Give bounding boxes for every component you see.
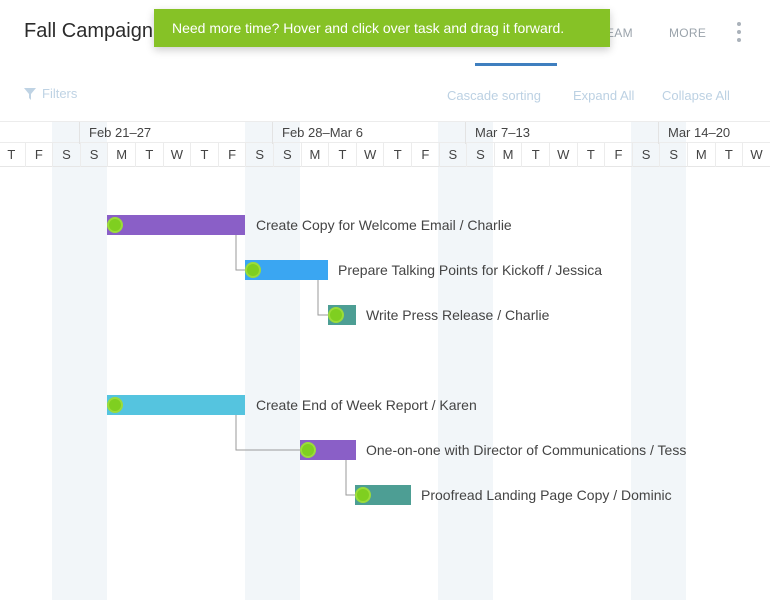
week-divider [272, 122, 273, 144]
day-label: M [107, 143, 135, 167]
task-label: One-on-one with Director of Communicatio… [366, 442, 687, 458]
task-label: Proofread Landing Page Copy / Dominic [421, 487, 672, 503]
weekend-column [631, 121, 686, 600]
day-label: S [79, 143, 108, 167]
task-label: Create End of Week Report / Karen [256, 397, 477, 413]
more-options-icon[interactable] [735, 22, 743, 46]
filter-icon [24, 87, 36, 100]
task-bar[interactable] [300, 440, 356, 460]
week-divider [465, 122, 466, 144]
day-label: T [576, 143, 605, 167]
day-label: S [631, 143, 660, 167]
day-label: T [190, 143, 218, 167]
weekend-column [245, 121, 300, 600]
day-label: M [687, 143, 715, 167]
week-divider [79, 122, 80, 144]
day-label: W [549, 143, 577, 167]
drag-handle-icon[interactable] [107, 397, 123, 413]
week-divider [658, 122, 659, 144]
day-label: S [245, 143, 273, 167]
day-label: F [24, 143, 53, 167]
day-label: W [742, 143, 770, 167]
day-label: T [135, 143, 163, 167]
day-label: T [328, 143, 356, 167]
weekend-column [438, 121, 493, 600]
expand-all-button[interactable]: Expand All [573, 88, 635, 103]
task-bar[interactable] [107, 395, 245, 415]
nav-more-tab[interactable]: MORE [669, 26, 707, 40]
filters-label: Filters [42, 86, 78, 101]
day-label: W [355, 143, 384, 167]
project-title: Fall Campaign [24, 20, 153, 42]
drag-handle-icon[interactable] [300, 442, 316, 458]
drag-handle-icon[interactable] [328, 307, 344, 323]
task-bar[interactable] [355, 485, 411, 505]
filters-button[interactable]: Filters [24, 86, 77, 101]
collapse-all-button[interactable]: Collapse All [662, 88, 730, 103]
day-label: T [0, 143, 25, 167]
nav-team-tab[interactable]: EAM [606, 26, 633, 40]
task-label: Write Press Release / Charlie [366, 307, 550, 323]
drag-handle-icon[interactable] [245, 262, 261, 278]
day-label: F [604, 143, 632, 167]
task-bar[interactable] [107, 215, 245, 235]
week-header-row: Feb 21–27 Feb 28–Mar 6 Mar 7–13 Mar 14–2… [0, 121, 770, 144]
active-tab-indicator [475, 63, 557, 66]
drag-handle-icon[interactable] [107, 217, 123, 233]
hint-toast: Need more time? Hover and click over tas… [154, 9, 610, 47]
week-label: Mar 7–13 [475, 125, 530, 140]
task-label: Prepare Talking Points for Kickoff / Jes… [338, 262, 603, 278]
weekend-column [52, 121, 107, 600]
cascade-sorting-button[interactable]: Cascade sorting [447, 88, 541, 103]
week-label: Feb 21–27 [89, 125, 152, 140]
day-label: W [162, 143, 191, 167]
task-label: Create Copy for Welcome Email / Charlie [256, 217, 512, 233]
day-label: S [466, 143, 494, 167]
day-label: S [438, 143, 467, 167]
week-label: Mar 14–20 [668, 125, 731, 140]
day-label: S [52, 143, 80, 167]
day-label: S [273, 143, 301, 167]
day-label: T [383, 143, 411, 167]
day-label: M [300, 143, 329, 167]
day-label: T [521, 143, 549, 167]
day-label: F [411, 143, 439, 167]
day-label: M [493, 143, 522, 167]
task-bar[interactable] [328, 305, 356, 325]
gantt-toolbar: Filters Cascade sorting Expand All Colla… [0, 80, 770, 110]
gantt-timeline: Feb 21–27 Feb 28–Mar 6 Mar 7–13 Mar 14–2… [0, 121, 770, 600]
dependency-links [235, 225, 355, 496]
day-label: T [714, 143, 743, 167]
task-bar[interactable] [245, 260, 328, 280]
week-label: Feb 28–Mar 6 [282, 125, 363, 140]
drag-handle-icon[interactable] [355, 487, 371, 503]
day-label: F [217, 143, 246, 167]
day-label: S [659, 143, 687, 167]
